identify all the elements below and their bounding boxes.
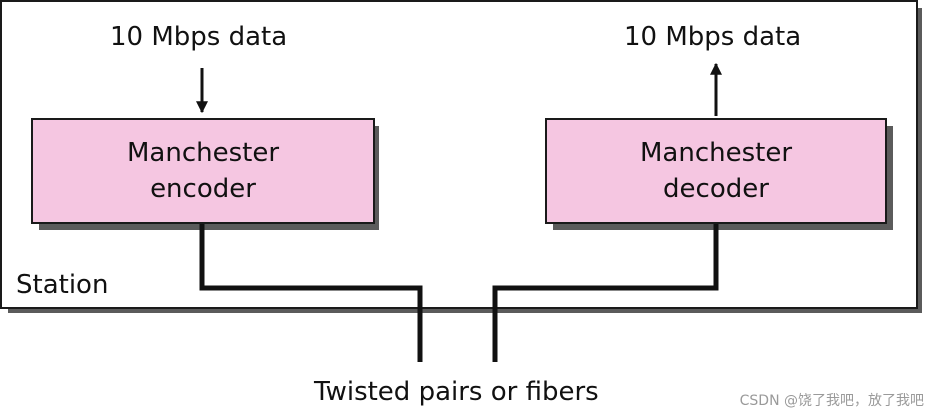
medium-label: Twisted pairs or fibers	[314, 377, 599, 407]
station-label: Station	[16, 270, 109, 300]
encoder-line2: encoder	[150, 174, 256, 204]
decoder-line2: decoder	[663, 174, 769, 204]
encoder-output-wire	[199, 224, 423, 362]
manchester-encoder-box: Manchester encoder	[31, 118, 375, 224]
decoder-line1: Manchester	[639, 138, 793, 168]
input-data-label: 10 Mbps data	[110, 22, 288, 52]
decoder-input-wire	[492, 224, 719, 362]
encoder-line1: Manchester	[126, 138, 280, 168]
csdn-watermark: CSDN @饶了我吧，放了我吧	[739, 393, 924, 409]
output-data-label: 10 Mbps data	[624, 22, 802, 52]
manchester-decoder-box: Manchester decoder	[545, 118, 887, 224]
